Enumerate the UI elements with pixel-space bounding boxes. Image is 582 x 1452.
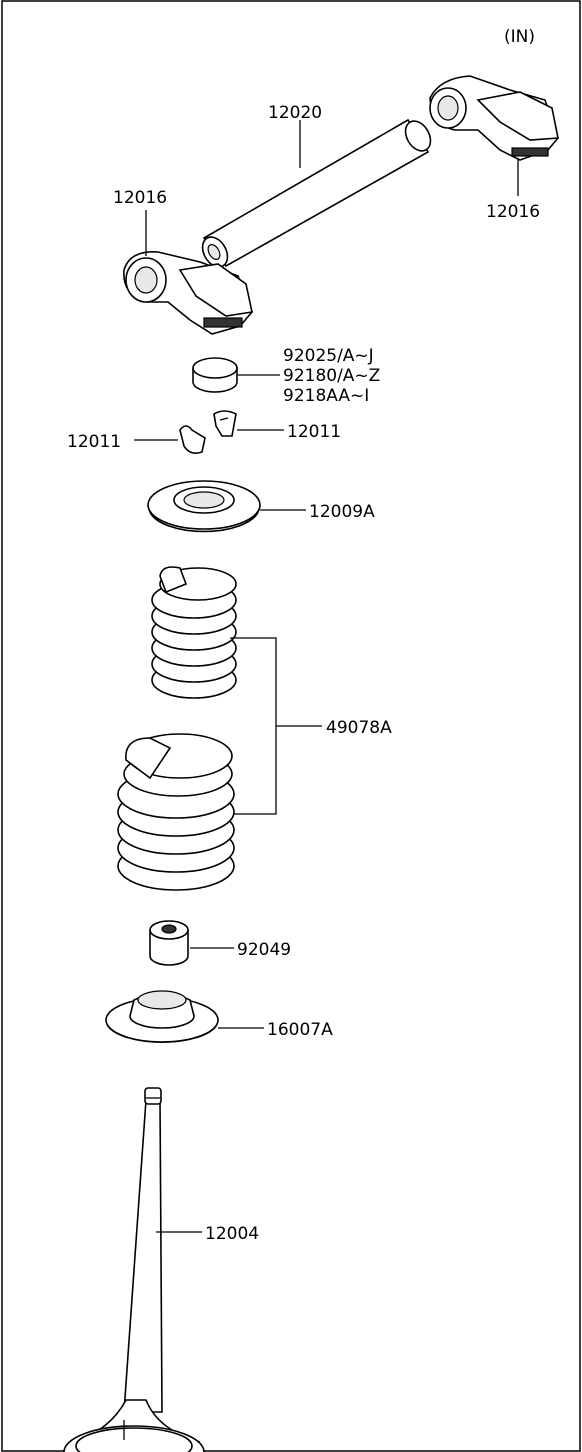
rocker-arm-right	[429, 75, 559, 161]
label-16007a: 16007A	[267, 1020, 333, 1040]
shim	[192, 357, 238, 393]
label-12004: 12004	[205, 1224, 259, 1244]
valve	[63, 1087, 205, 1452]
label-12011-left: 12011	[67, 432, 121, 452]
label-12011-right: 12011	[287, 422, 341, 442]
label-12009a: 12009A	[309, 502, 375, 522]
label-49078a: 49078A	[326, 718, 392, 738]
bracket-49078a	[230, 637, 277, 815]
label-shim-3: 9218AA~I	[283, 386, 369, 406]
spring-retainer	[147, 480, 261, 533]
inner-spring	[151, 566, 237, 699]
label-12020: 12020	[268, 103, 322, 123]
outer-spring	[117, 733, 235, 891]
cotter-right	[213, 410, 237, 437]
view-tag: (IN)	[504, 27, 535, 47]
label-shim-1: 92025/A~J	[283, 346, 374, 366]
spring-seat	[105, 990, 219, 1043]
label-shim-2: 92180/A~Z	[283, 366, 380, 386]
rocker-arm-left	[123, 251, 253, 335]
cotter-left	[179, 425, 206, 454]
label-12016-right: 12016	[486, 202, 540, 222]
rocker-shaft	[201, 118, 432, 268]
label-12016-left: 12016	[113, 188, 167, 208]
label-92049: 92049	[237, 940, 291, 960]
stem-seal	[149, 920, 189, 966]
